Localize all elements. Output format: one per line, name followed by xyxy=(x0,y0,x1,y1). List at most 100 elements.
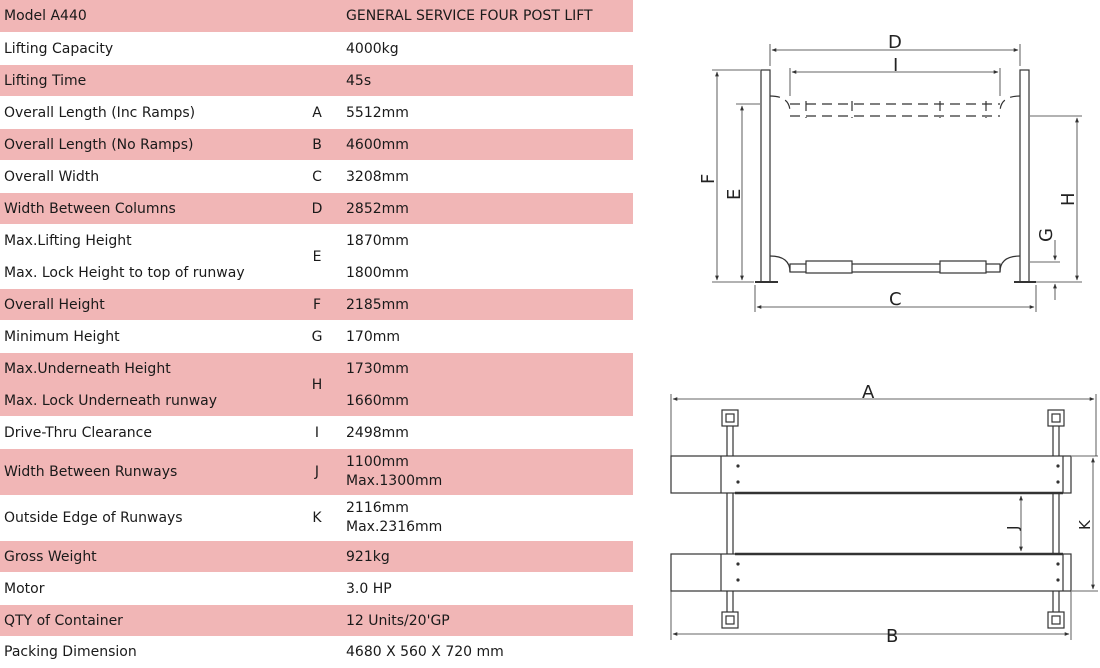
label-f: F xyxy=(698,174,719,184)
post-top-left xyxy=(721,409,739,427)
table-row: Lifting Capacity 4000kg xyxy=(0,33,633,65)
raised-runway xyxy=(769,95,1021,118)
label-j: J xyxy=(1004,526,1022,531)
spec-value: 12 Units/20'GP xyxy=(346,612,450,629)
table-row: Width Between Columns D 2852mm xyxy=(0,193,633,225)
spec-value: 1100mm Max.1300mm xyxy=(346,449,631,495)
lift-dimension-drawings: D I F E H G C xyxy=(670,32,1098,647)
table-row: Outside Edge of Runways K 2116mm Max.231… xyxy=(0,496,633,541)
table-row: Drive-Thru Clearance I 2498mm xyxy=(0,417,633,449)
spec-letter: A xyxy=(312,104,322,121)
spec-label: Max.Underneath Height xyxy=(4,361,171,377)
runway-2 xyxy=(670,553,1072,592)
spec-value: 4600mm xyxy=(346,136,409,153)
front-elevation-drawing xyxy=(712,44,1082,312)
spec-label: Overall Height xyxy=(4,296,105,313)
spec-letter: E xyxy=(312,248,322,265)
label-a: A xyxy=(862,382,875,403)
table-row: Overall Height F 2185mm xyxy=(0,289,633,321)
spec-letter: D xyxy=(311,200,323,217)
spec-table: Model A440 GENERAL SERVICE FOUR POST LIF… xyxy=(0,0,633,668)
spec-letter xyxy=(305,605,329,636)
spec-letter xyxy=(305,65,329,96)
product-title: GENERAL SERVICE FOUR POST LIFT xyxy=(346,8,593,24)
label-c: C xyxy=(889,289,902,310)
table-row: Lifting Time 45s xyxy=(0,65,633,97)
spec-letter: C xyxy=(312,168,322,185)
spec-value: 2498mm xyxy=(346,424,409,441)
table-row: Gross Weight 921kg xyxy=(0,541,633,573)
table-row: Width Between Runways J 1100mm Max.1300m… xyxy=(0,449,633,496)
table-row: Motor 3.0 HP xyxy=(0,573,633,605)
table-row: QTY of Container 12 Units/20'GP xyxy=(0,605,633,637)
spec-value: 2852mm xyxy=(346,200,409,217)
spec-label: Lifting Time xyxy=(4,72,87,89)
table-row: Overall Width C 3208mm xyxy=(0,161,633,193)
spec-letter: F xyxy=(312,296,322,313)
top-plan-labels: A J K B xyxy=(862,382,1094,647)
spec-label: Max. Lock Underneath runway xyxy=(4,393,218,409)
post-bottom-right xyxy=(1047,611,1065,629)
spec-value: 1660mm xyxy=(346,393,409,409)
spec-label: Packing Dimension xyxy=(4,644,137,660)
spec-letter xyxy=(305,33,329,64)
runway-1 xyxy=(670,455,1072,494)
spec-value: 45s xyxy=(346,72,372,89)
spec-letter: H xyxy=(311,376,323,393)
spec-value: 3.0 HP xyxy=(346,580,392,597)
right-column xyxy=(1019,69,1030,283)
spec-label: Gross Weight xyxy=(4,548,97,565)
spec-letter xyxy=(305,573,329,604)
spec-value-line: Max.1300mm xyxy=(346,473,443,489)
spec-label: Max. Lock Height to top of runway xyxy=(4,265,245,281)
label-b: B xyxy=(886,626,898,647)
label-k: K xyxy=(1076,519,1094,530)
spec-value: 4000kg xyxy=(346,40,399,57)
table-row: Packing Dimension 4680 X 560 X 720 mm xyxy=(0,637,633,668)
spec-letter: G xyxy=(311,328,323,345)
spec-letter: I xyxy=(314,424,320,441)
spec-value: 2116mm Max.2316mm xyxy=(346,496,631,540)
label-d: D xyxy=(888,32,902,53)
spec-value: 4680 X 560 X 720 mm xyxy=(346,644,504,660)
post-bottom-left xyxy=(721,611,739,629)
spec-letter: B xyxy=(312,136,322,153)
spec-letter: J xyxy=(314,464,320,480)
spec-value: 921kg xyxy=(346,548,390,565)
left-column xyxy=(760,69,771,283)
post-top-right xyxy=(1047,409,1065,427)
spec-label: Overall Length (Inc Ramps) xyxy=(4,104,196,121)
spec-value-line: Max.2316mm xyxy=(346,519,443,535)
spec-label: Width Between Columns xyxy=(4,200,176,217)
spec-letter xyxy=(305,541,329,572)
spec-label: Lifting Capacity xyxy=(4,40,114,57)
model-name: Model A440 xyxy=(4,8,87,24)
spec-label: QTY of Container xyxy=(4,612,123,629)
label-i: I xyxy=(893,55,898,76)
spec-letter: K xyxy=(312,510,322,526)
spec-label: Max.Lifting Height xyxy=(4,233,132,249)
label-h: H xyxy=(1058,192,1079,206)
table-row: Max.Lifting Height 1870mm Max. Lock Heig… xyxy=(0,225,633,289)
spec-label: Outside Edge of Runways xyxy=(4,510,183,526)
spec-label: Width Between Runways xyxy=(4,464,178,480)
spec-label: Overall Width xyxy=(4,168,100,185)
table-row: Max.Underneath Height 1730mm Max. Lock U… xyxy=(0,353,633,417)
spec-value-line: 1100mm xyxy=(346,454,409,470)
table-row: Overall Length (Inc Ramps) A 5512mm xyxy=(0,97,633,129)
spec-label: Drive-Thru Clearance xyxy=(4,424,152,441)
table-row: Overall Length (No Ramps) B 4600mm xyxy=(0,129,633,161)
spec-value: 3208mm xyxy=(346,168,409,185)
spec-value: 1800mm xyxy=(346,265,409,281)
spec-value: 5512mm xyxy=(346,104,409,121)
label-e: E xyxy=(724,189,745,200)
front-elevation-labels: D I F E H G C xyxy=(698,32,1079,310)
spec-value: 1730mm xyxy=(346,361,409,377)
table-row: Minimum Height G 170mm xyxy=(0,321,633,353)
spec-label: Minimum Height xyxy=(4,328,120,345)
lowered-runway xyxy=(789,263,1001,273)
top-plan-drawing xyxy=(670,394,1098,640)
spec-value: 2185mm xyxy=(346,296,409,313)
spec-label: Overall Length (No Ramps) xyxy=(4,136,194,153)
spec-value-line: 2116mm xyxy=(346,500,409,516)
